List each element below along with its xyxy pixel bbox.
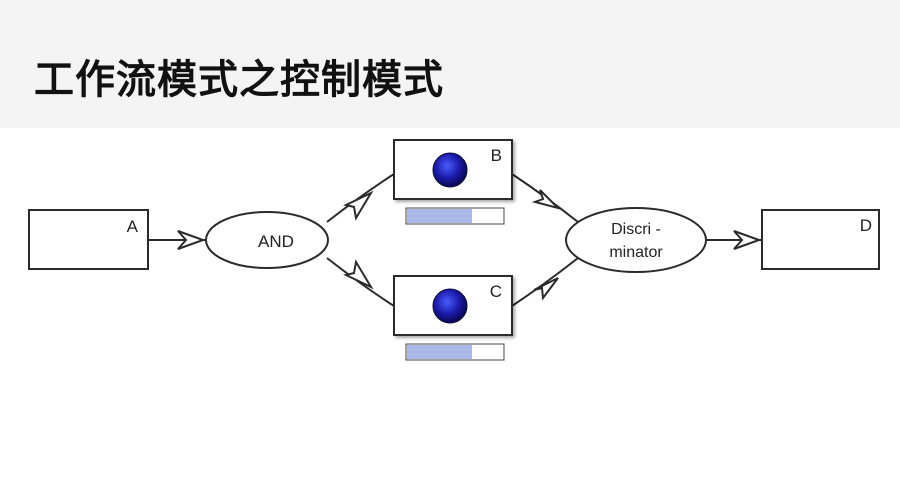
node-d: D [761, 209, 880, 270]
edge-and-b [326, 173, 395, 223]
node-d-label: D [860, 216, 872, 235]
node-a-label: A [127, 217, 139, 236]
and-gateway: AND [205, 211, 329, 269]
node-a: A [28, 209, 149, 270]
arrowhead-and-b [343, 190, 374, 221]
discriminator-label-line1: Discri - [611, 221, 661, 238]
node-b-progress-bar [405, 207, 505, 225]
arrowhead-b-discriminator [531, 189, 562, 210]
arrowhead-and-c [343, 259, 374, 290]
arrowhead-discriminator-d [733, 230, 762, 250]
node-c-progress-bar [405, 343, 505, 361]
header-band [0, 0, 900, 128]
node-b-label: B [491, 146, 502, 165]
node-c-label: C [490, 282, 502, 301]
node-b: B [393, 139, 513, 200]
page-title: 工作流模式之控制模式 [34, 56, 444, 103]
node-c: C [393, 275, 513, 336]
discriminator-node: Discri - minator [565, 207, 707, 273]
and-gateway-label: AND [258, 232, 294, 251]
node-c-token [432, 288, 468, 324]
arrowhead-c-discriminator [533, 277, 559, 301]
node-b-progress-fill [407, 209, 472, 223]
node-b-token [432, 152, 468, 188]
edge-c-discriminator [511, 257, 579, 307]
discriminator-label-line2: minator [609, 244, 663, 261]
node-c-progress-fill [407, 345, 472, 359]
arrowhead-a-and [177, 230, 206, 250]
edge-and-c [326, 257, 395, 307]
